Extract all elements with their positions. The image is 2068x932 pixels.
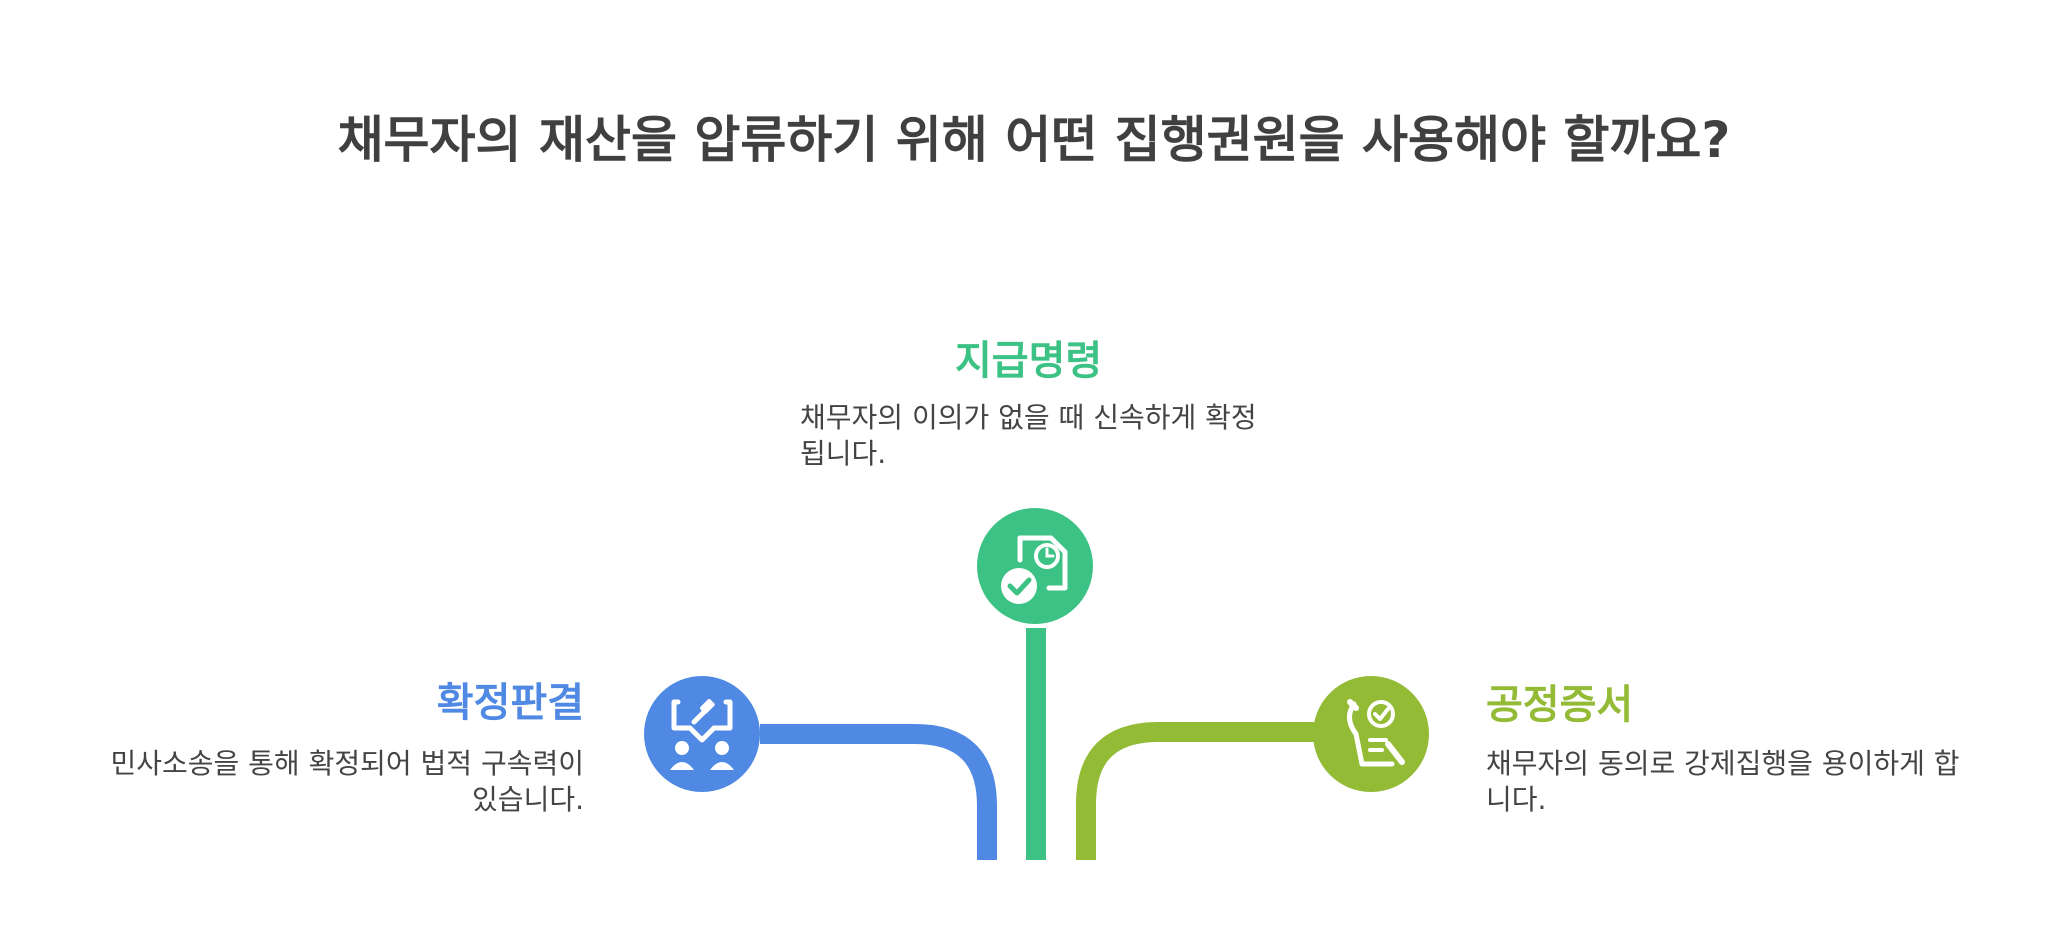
notary-signing-icon: [1313, 676, 1429, 792]
branch-line-judgment: [760, 724, 997, 860]
option-heading-judgment: 확정판결: [436, 680, 584, 726]
option-description-notarial-deed: 채무자의 동의로 강제집행을 용이하게 합니다.: [1486, 747, 1960, 816]
option-heading-notarial-deed: 공정증서: [1486, 682, 1634, 728]
diagram-title: 채무자의 재산을 압류하기 위해 어떤 집행권원을 사용해야 할까요?: [337, 111, 1731, 169]
option-description-payment-order: 채무자의 이의가 없을 때 신속하게 확정됩니다.: [800, 401, 1257, 470]
branch-line-notarial-deed: [1076, 722, 1314, 860]
option-heading-payment-order: 지급명령: [955, 338, 1103, 384]
gavel-people-icon: [644, 676, 760, 792]
option-description-judgment: 민사소송을 통해 확정되어 법적 구속력이 있습니다.: [110, 747, 584, 816]
document-clock-check-icon: [977, 508, 1093, 624]
